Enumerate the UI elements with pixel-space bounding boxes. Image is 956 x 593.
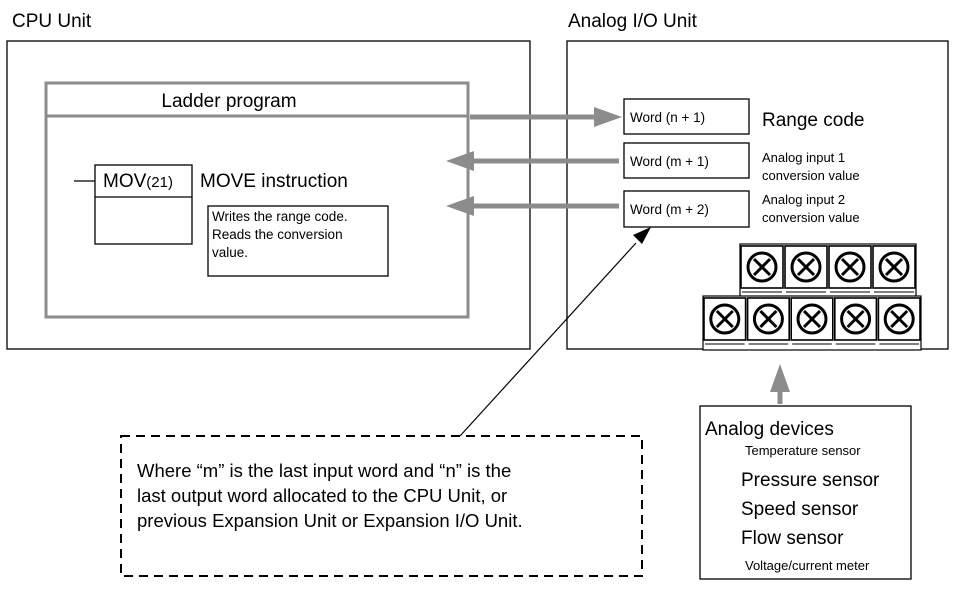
word-m1-box (623, 142, 750, 179)
analog-input-1-line-1: Analog input 1 (762, 150, 845, 165)
range-code-label: Range code (762, 110, 864, 131)
note-line-2: Reads the conversion (212, 227, 343, 242)
analog-input-2-line-2: conversion value (762, 210, 860, 225)
instruction-note-box (207, 205, 389, 277)
analog-input-1-line-2: conversion value (762, 168, 860, 183)
instruction-note-text: Writes the range code. Reads the convers… (212, 209, 351, 260)
note-line-1: Writes the range code. (212, 209, 348, 224)
callout-line-1: Where “m” is the last input word and “n”… (137, 460, 511, 481)
cpu-unit-label: CPU Unit (12, 11, 92, 32)
screw-cross-icon (802, 309, 822, 329)
read-input-2-arrow (446, 196, 619, 216)
device-speed-sensor: Speed sensor (741, 499, 859, 520)
mov-instruction-box (94, 164, 193, 245)
analog-devices-input-arrow (770, 364, 790, 404)
screw-cross-icon (752, 257, 772, 277)
mov-function-code: (21) (146, 174, 173, 191)
analog-io-unit-label: Analog I/O Unit (568, 11, 698, 32)
screw-cross-icon (890, 309, 909, 329)
word-m2-label: Word (m + 2) (630, 202, 709, 217)
screw-cross-icon (846, 309, 865, 329)
move-instruction-label: MOVE instruction (200, 171, 348, 192)
word-m1-label: Word (m + 1) (630, 154, 709, 169)
callout-line-3: previous Expansion Unit or Expansion I/O… (137, 510, 523, 531)
callout-box (120, 435, 643, 577)
device-temperature-sensor: Temperature sensor (745, 443, 861, 458)
word-m2-box (623, 190, 750, 228)
analog-input-2-line-1: Analog input 2 (762, 192, 845, 207)
device-voltage-current-meter: Voltage/current meter (745, 558, 870, 573)
write-range-code-arrow (470, 107, 622, 127)
device-flow-sensor: Flow sensor (741, 528, 844, 549)
mov-label: MOV(21) (103, 171, 173, 192)
callout-text: Where “m” is the last input word and “n”… (137, 460, 523, 531)
terminal-block (702, 243, 922, 351)
word-n1-label: Word (n + 1) (630, 110, 705, 125)
device-pressure-sensor: Pressure sensor (741, 470, 880, 491)
screw-cross-icon (759, 309, 778, 329)
word-n1-box (623, 98, 750, 135)
callout-line-2: last output word allocated to the CPU Un… (137, 485, 507, 506)
analog-devices-title: Analog devices (705, 419, 834, 440)
analog-devices-box (699, 405, 912, 580)
note-line-3: value. (212, 245, 248, 260)
read-input-1-arrow (446, 151, 619, 171)
ladder-program-title: Ladder program (161, 91, 296, 112)
analog-input-1-desc: Analog input 1 conversion value (762, 150, 860, 183)
analog-input-2-desc: Analog input 2 conversion value (762, 192, 860, 225)
callout-leader-line (459, 242, 637, 437)
callout-leader-arrowhead (633, 227, 651, 244)
screw-cross-icon (884, 257, 904, 277)
screw-cross-icon (796, 257, 816, 277)
mov-mnemonic: MOV (103, 171, 147, 192)
screw-cross-icon (840, 257, 860, 277)
screw-cross-icon (715, 309, 734, 329)
